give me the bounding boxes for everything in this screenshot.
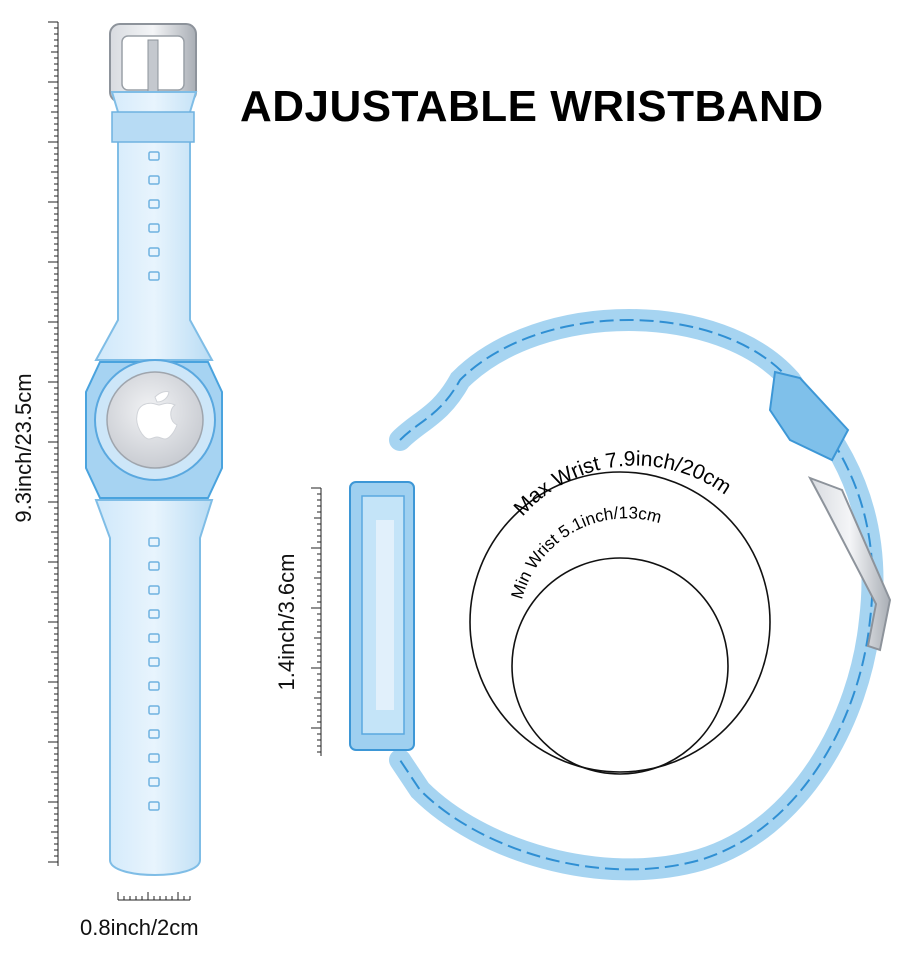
apple-logo-icon	[136, 391, 178, 440]
thickness-ruler	[311, 487, 322, 756]
min-wrist-circle	[511, 557, 729, 775]
min-wrist-label: Min Wrist 5.1inch/13cm	[507, 503, 663, 601]
width-ruler	[117, 892, 191, 901]
buckle-side-icon	[807, 476, 892, 652]
page-title: ADJUSTABLE WRISTBAND	[240, 82, 824, 131]
length-ruler	[48, 21, 59, 866]
max-wrist-circle	[469, 471, 771, 773]
band-width-label: 0.8inch/2cm	[80, 915, 199, 940]
flat-band	[85, 23, 223, 876]
side-view-band	[349, 309, 892, 881]
buckle-icon	[109, 23, 197, 103]
wrist-size-diagram: Max Wrist 7.9inch/20cm Min Wrist 5.1inch…	[469, 447, 771, 775]
